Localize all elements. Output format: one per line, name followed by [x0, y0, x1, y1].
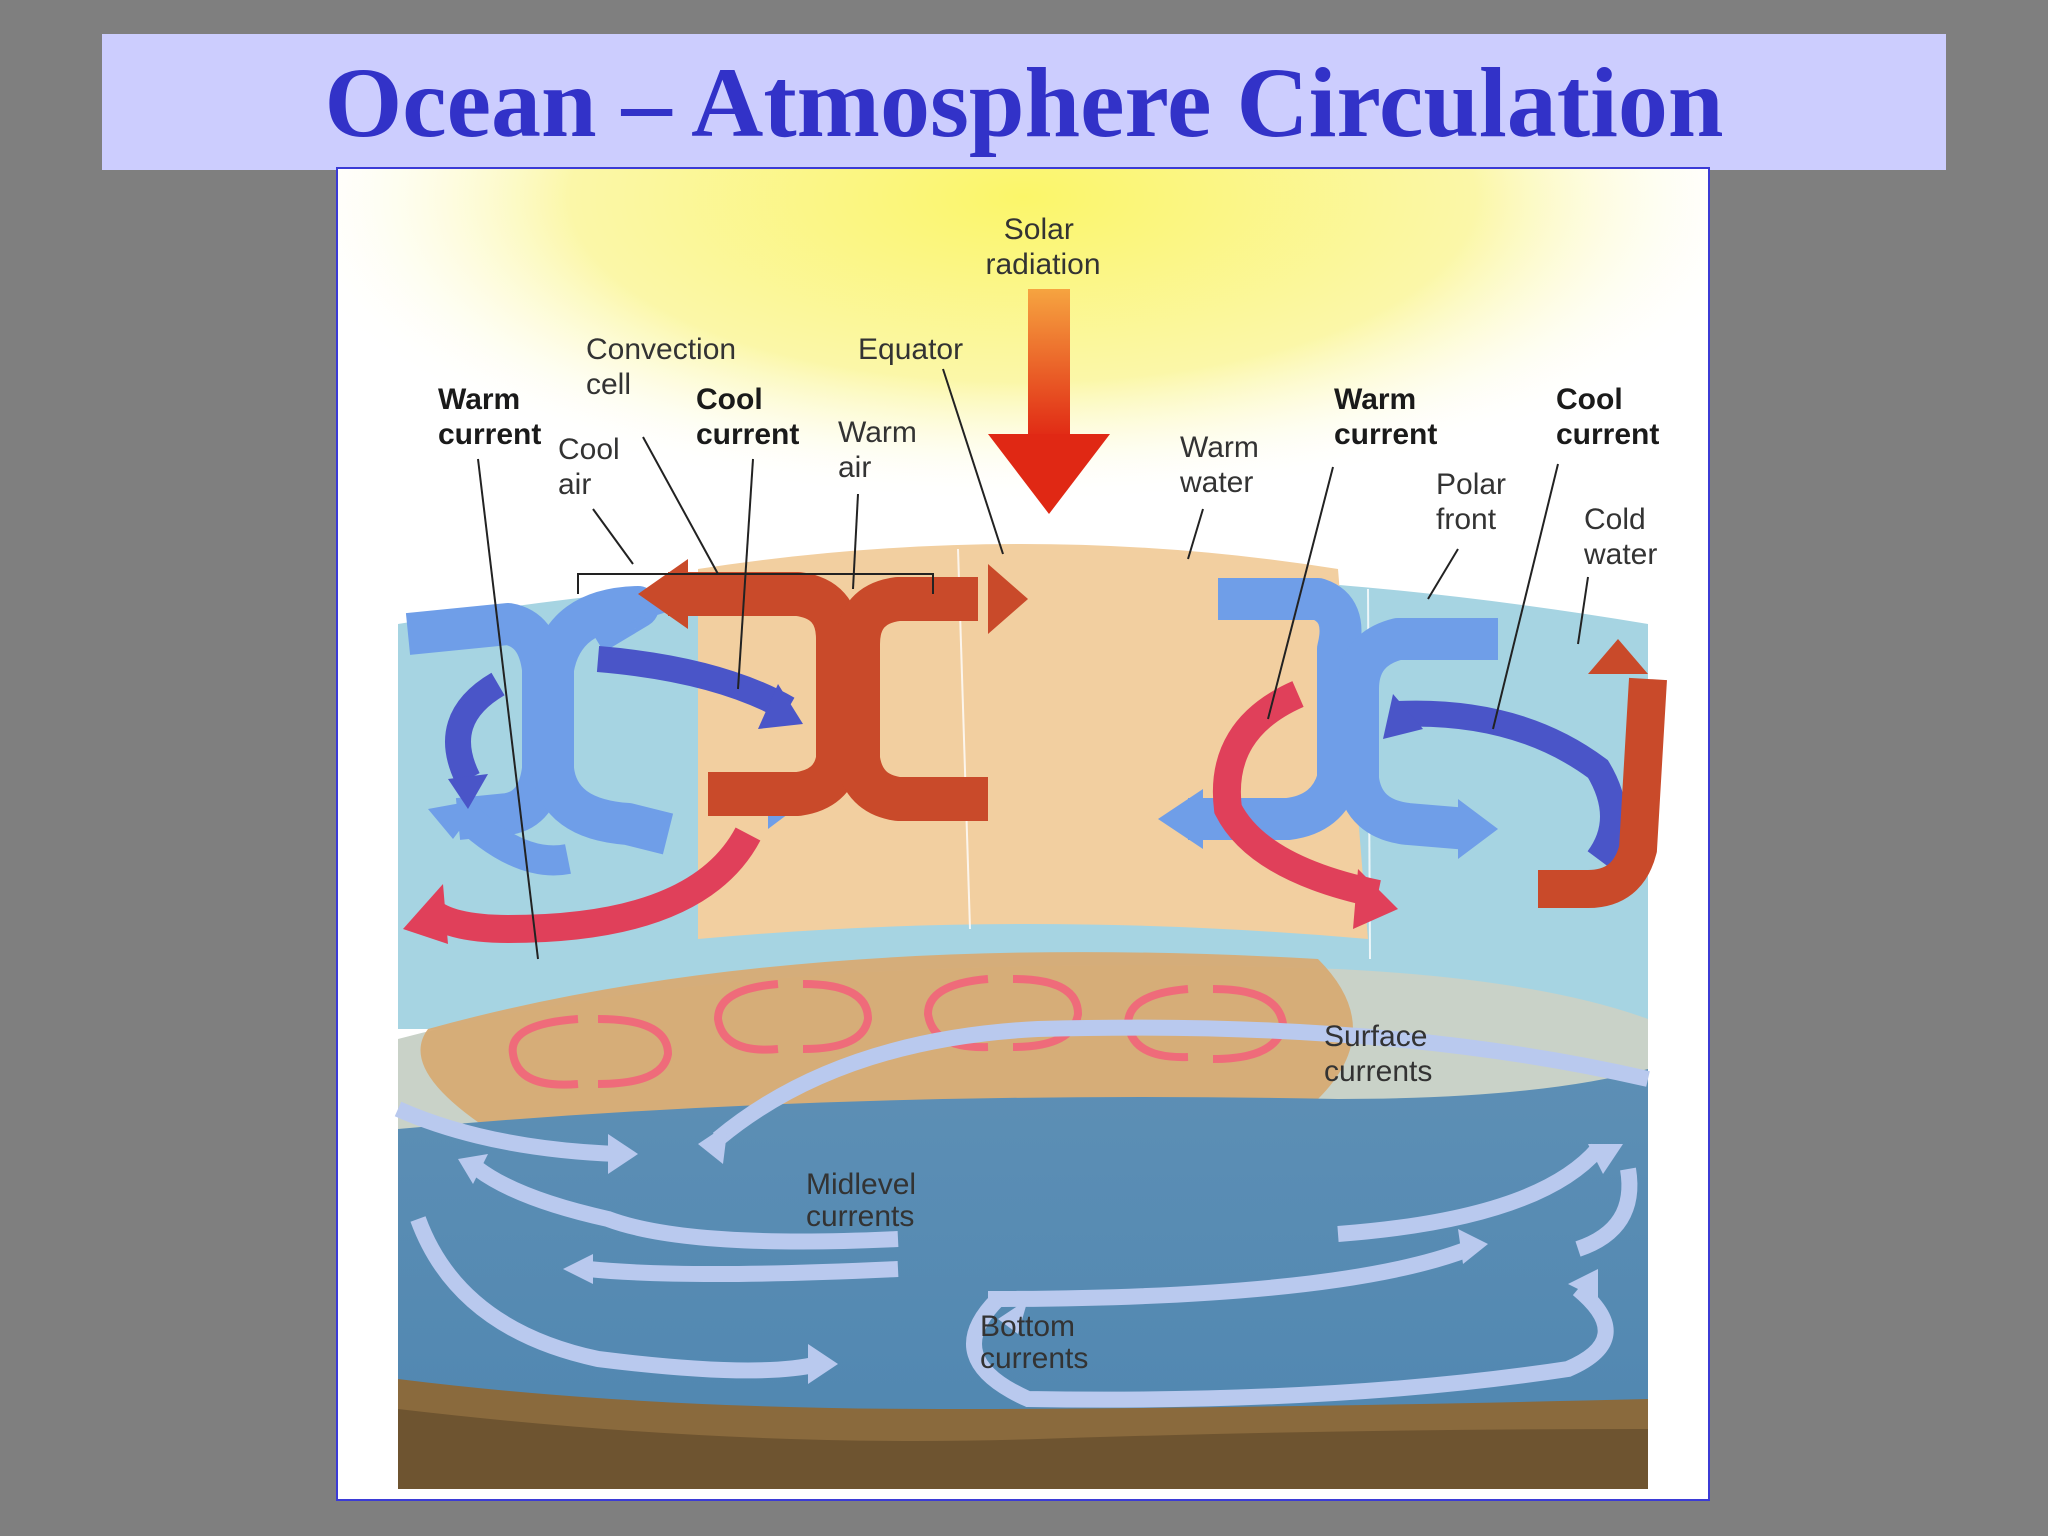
label-warm-water: Warm water	[1179, 431, 1267, 499]
surface-current-zone	[420, 952, 1353, 1129]
label-bottom-currents: Bottom currents	[980, 1310, 1088, 1375]
leader-cold-water	[1577, 576, 1589, 645]
leader-warm-current-right	[1267, 466, 1334, 720]
label-cool-air: Cool air	[558, 433, 628, 501]
label-cool-current-right: Cool current	[1556, 383, 1659, 451]
label-warm-current-right: Warm current	[1334, 383, 1437, 451]
label-solar-radiation: Solar radiation	[985, 213, 1100, 281]
label-surface-currents: Surface currents	[1324, 1020, 1436, 1088]
title-bar: Ocean – Atmosphere Circulation	[102, 34, 1946, 170]
label-cold-water: Cold water	[1583, 503, 1657, 571]
deep-ocean	[398, 1069, 1648, 1489]
convection-cell-bracket	[577, 573, 934, 594]
leader-convection-cell	[642, 436, 719, 575]
ocean-atmosphere-diagram: Solar radiation Convection cell Equator …	[336, 167, 1710, 1501]
leader-warm-current-left	[477, 458, 539, 960]
label-warm-air: Warm air	[838, 416, 925, 484]
label-equator: Equator	[858, 333, 963, 366]
leader-polar-front	[1427, 548, 1459, 600]
deep-current-arrowheads	[458, 1124, 1623, 1384]
label-midlevel-currents: Midlevel currents	[806, 1168, 924, 1233]
leader-cool-current-right	[1492, 463, 1559, 730]
label-warm-current-left: Warm current	[438, 383, 541, 451]
label-convection-cell: Convection cell	[586, 333, 744, 401]
convection-cell-middle	[638, 559, 1028, 821]
label-polar-front: Polar front	[1436, 468, 1514, 536]
leader-warm-water	[1187, 508, 1204, 560]
slide-title: Ocean – Atmosphere Circulation	[324, 46, 1724, 158]
label-cool-current-left: Cool current	[696, 383, 799, 451]
diagram-svg: Solar radiation Convection cell Equator …	[338, 169, 1708, 1489]
solar-radiation-arrow	[988, 289, 1110, 514]
leader-cool-air	[592, 508, 634, 565]
deep-current-streams	[394, 1019, 1650, 1408]
leader-equator	[942, 368, 1004, 555]
convection-cell-right	[1158, 578, 1667, 929]
leader-cool-current-left	[737, 458, 754, 690]
leader-warm-air	[852, 493, 859, 590]
